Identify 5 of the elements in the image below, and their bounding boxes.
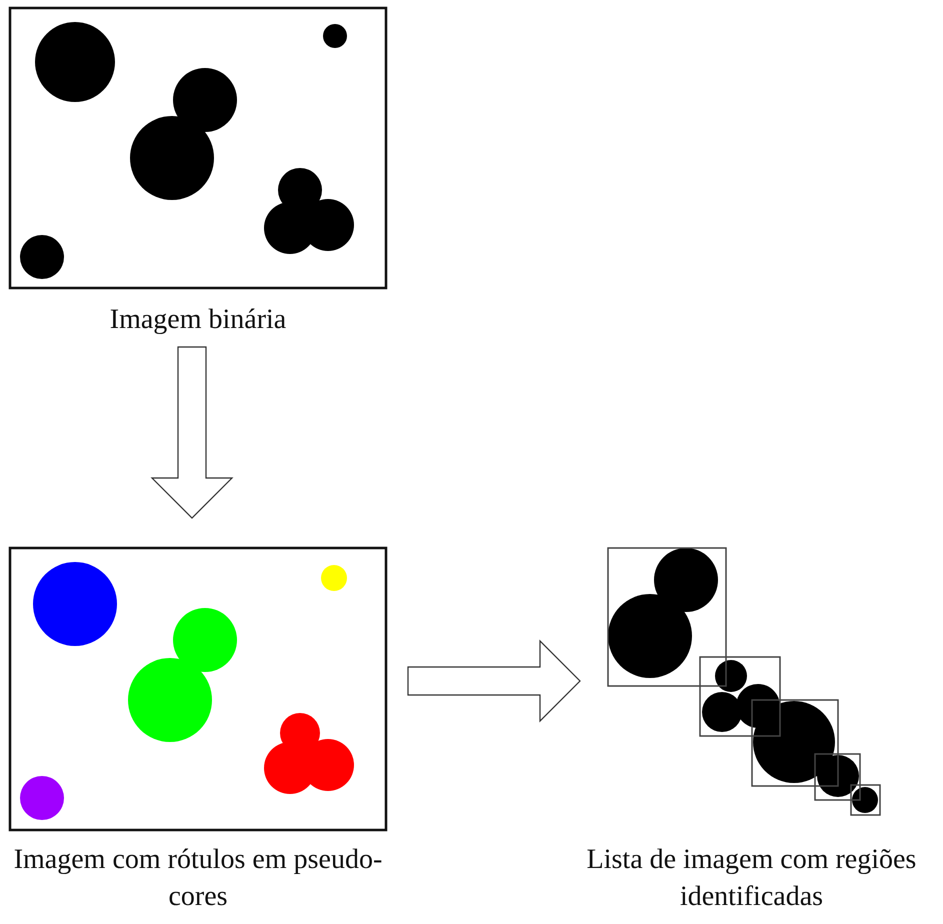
block-arrow <box>150 346 234 519</box>
image-caption: Lista de imagem com regiões identificadas <box>586 843 918 914</box>
image-caption: Imagem binária <box>108 303 288 337</box>
block-arrow <box>407 640 581 722</box>
image-caption: Imagem com rótulos em pseudo-cores <box>12 843 384 914</box>
